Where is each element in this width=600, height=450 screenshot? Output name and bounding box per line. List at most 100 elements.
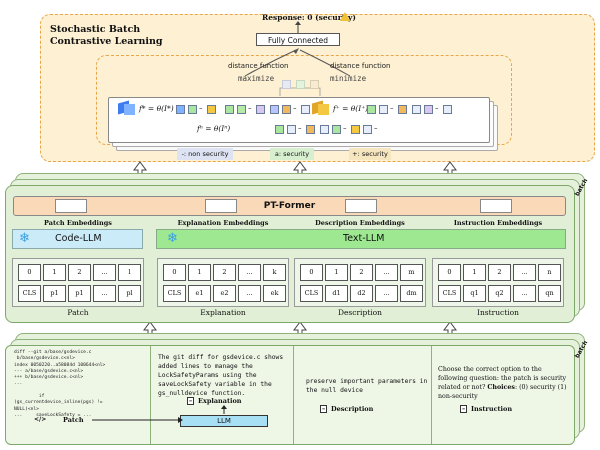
feature-square [443, 105, 452, 114]
token-position: ... [375, 264, 398, 281]
feature-square [351, 125, 360, 134]
token-group-description: 0 1 2 ... m CLS d1 d2 ... dm [294, 258, 426, 307]
token-position: 1 [463, 264, 486, 281]
feature-square [207, 105, 216, 114]
token: ... [238, 285, 261, 302]
token-position: 0 [163, 264, 186, 281]
feature-square [287, 125, 296, 134]
description-text: preserve important parameters in the nul… [306, 378, 428, 394]
document-icon: ≡ [187, 397, 194, 405]
feature-square [363, 125, 372, 134]
feature-square [301, 105, 310, 114]
embedding-icon [205, 199, 237, 213]
instruction-label: Instruction [471, 405, 513, 413]
feature-square [320, 125, 329, 134]
token-position: ... [93, 264, 116, 281]
embedding-label-description: Description Embeddings [315, 219, 405, 227]
token: ... [93, 285, 116, 302]
distance-square [310, 80, 319, 89]
token-position: 2 [68, 264, 91, 281]
legend-anchor: a: security [270, 148, 314, 160]
pt-former-block: PT-Former [13, 196, 566, 216]
token: dm [400, 285, 423, 302]
feature-square [270, 105, 279, 114]
token: ... [513, 285, 536, 302]
feature-square [176, 105, 185, 114]
legend-positive: +: security [349, 148, 391, 160]
feature-square [367, 105, 376, 114]
instruction-text: Choose the correct option to the followi… [438, 366, 567, 391]
token: pl [118, 285, 141, 302]
feature-square [275, 125, 284, 134]
text-llm-block: ❄ Text-LLM [156, 229, 566, 249]
feature-square [412, 105, 421, 114]
contrastive-title: Stochastic Batch Contrastive Learning [50, 24, 163, 48]
group-label-patch: Patch [67, 308, 89, 317]
document-icon: ≡ [460, 405, 467, 413]
snowflake-frozen-icon: ❄ [19, 231, 30, 246]
token: q1 [463, 285, 486, 302]
token-position: 2 [350, 264, 373, 281]
token: e2 [213, 285, 236, 302]
response-label: Response: 0 (security) [262, 13, 356, 22]
input-panel [5, 345, 575, 445]
token: qn [538, 285, 561, 302]
token-position: 1 [188, 264, 211, 281]
token-group-patch: 0 1 2 ... l CLS p1 p1 ... pl [12, 258, 144, 307]
patch-code: diff --git a/base/gsdevice.c b/base/gsde… [14, 350, 106, 418]
token-position: 1 [43, 264, 66, 281]
explanation-label: Explanation [198, 397, 242, 405]
minimize-label: minimize [330, 74, 367, 83]
embedding-icon [345, 199, 377, 213]
feature-square [188, 105, 197, 114]
feature-square [237, 105, 246, 114]
feature-dots: – [298, 124, 302, 132]
token-position: 0 [300, 264, 323, 281]
distance-square [282, 80, 291, 89]
token-group-explanation: 0 1 2 ... k CLS e1 e2 ... ek [157, 258, 289, 307]
token: CLS [18, 285, 41, 302]
feature-dots: – [390, 104, 394, 112]
distance-label-left: distance function [228, 62, 289, 70]
token-position: n [538, 264, 561, 281]
embedding-label-explanation: Explanation Embeddings [177, 219, 269, 227]
anchor-feature-cube-icon [124, 104, 135, 115]
feature-card-front [108, 97, 490, 143]
token: CLS [300, 285, 323, 302]
code-llm-label: Code-LLM [55, 233, 102, 244]
token: p1 [43, 285, 66, 302]
feature-dots: – [343, 124, 347, 132]
token: CLS [163, 285, 186, 302]
feature-dots: – [199, 104, 203, 112]
token: ek [263, 285, 286, 302]
group-label-description: Description [337, 308, 383, 317]
embedding-label-patch: Patch Embeddings [44, 219, 112, 227]
feature-square [424, 105, 433, 114]
token-group-instruction: 0 1 2 ... n CLS q1 q2 ... qn [432, 258, 564, 307]
snowflake-frozen-icon: ❄ [167, 231, 178, 246]
fully-connected-layer: Fully Connected [256, 33, 340, 46]
contrastive-title-line2: Contrastive Learning [50, 36, 163, 47]
patch-label: Patch [63, 416, 84, 424]
token-position: 0 [438, 264, 461, 281]
feature-dots: – [293, 104, 297, 112]
token: d1 [325, 285, 348, 302]
input-separator [431, 346, 432, 444]
token-position: ... [513, 264, 536, 281]
token-position: l [118, 264, 141, 281]
warning-icon [340, 12, 350, 21]
feature-square [306, 125, 315, 134]
choices-text: : (0) security (1) non-security [438, 384, 567, 400]
token-position: 2 [488, 264, 511, 281]
feature-square [256, 105, 265, 114]
explanation-text: The git diff for gsdevice.c shows added … [158, 354, 284, 397]
group-label-explanation: Explanation [200, 308, 246, 317]
distance-label-right: distance function [330, 62, 391, 70]
feature-dots: – [435, 104, 439, 112]
token-position: k [263, 264, 286, 281]
token: ... [375, 285, 398, 302]
legend-negative: -: non security [177, 148, 233, 160]
feature-square [379, 105, 388, 114]
